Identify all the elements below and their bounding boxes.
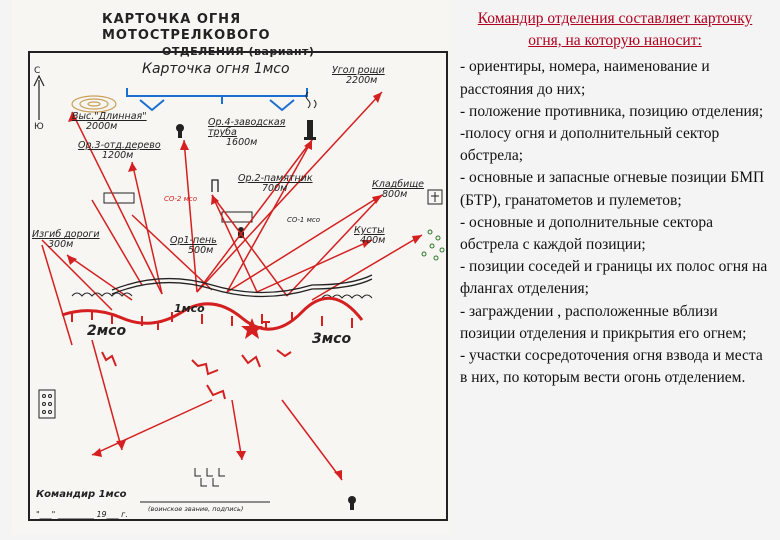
landmark-corner-grove: Угол рощи 2200м	[332, 66, 385, 86]
fire-card-diagram: КАРТОЧКА ОГНЯ МОТОСТРЕЛКОВОГО ОТДЕЛЕНИЯ …	[12, 0, 450, 535]
landmark-dist: 400м	[354, 236, 385, 246]
landmark-road-bend: Изгиб дороги 300м	[32, 230, 100, 250]
enemy-position-line	[112, 275, 372, 297]
landmark-monument: Ор.2-памятник 700м	[238, 174, 313, 194]
reserve-positions	[102, 350, 291, 399]
landmark-cemetery: Кладбище 800м	[372, 180, 424, 200]
landmark-dist: 500м	[170, 246, 217, 256]
instruction-item: - заграждении , расположенные вблизи поз…	[460, 301, 770, 345]
landmark-dist: 800м	[372, 190, 424, 200]
compass-south-label: Ю	[34, 122, 44, 132]
compass-north-label: С	[34, 66, 40, 76]
instruction-item: - основные и запасные огневые позиции БМ…	[460, 167, 770, 211]
unit-right: 3мсо	[312, 334, 351, 344]
landmark-dist: 700м	[238, 184, 313, 194]
legend-dots-box	[39, 390, 55, 418]
instruction-item: - основные и дополнительные сектора обст…	[460, 212, 770, 256]
landmark-stump: Ор1-пень 500м	[170, 236, 217, 256]
instruction-item: - ориентиры, номера, наименование и расс…	[460, 56, 770, 100]
diagram-title-line1: КАРТОЧКА ОГНЯ МОТОСТРЕЛКОВОГО	[102, 12, 402, 44]
landmark-tree: Ор.3-отд.дерево 1200м	[78, 141, 161, 161]
landmark-hill: Выс."Длинная" 2000м	[72, 112, 147, 132]
landmark-chimney: Ор.4-заводская труба 1600м	[208, 118, 298, 148]
instructions-panel: Командир отделения составляет карточку о…	[460, 8, 770, 389]
instruction-item: -полосу огня и дополнительный сектор обс…	[460, 123, 770, 167]
marker-box-2-1	[104, 193, 134, 203]
diagram-title-line2: ОТДЕЛЕНИЯ (вариант)	[102, 44, 402, 60]
card-title: Карточка огня 1мсо	[142, 64, 290, 74]
unit-left: 2мсо	[87, 326, 126, 336]
tree-icon	[176, 124, 184, 138]
landmark-dist: 1600м	[208, 138, 298, 148]
landmark-dist: 300м	[32, 240, 100, 250]
landmark-name: Ор.4-заводская труба	[208, 118, 298, 138]
platoon-fire-marks	[195, 468, 225, 486]
landmark-dist: 2200м	[332, 76, 385, 86]
diagram-title: КАРТОЧКА ОГНЯ МОТОСТРЕЛКОВОГО ОТДЕЛЕНИЯ …	[102, 12, 402, 60]
landmark-dist: 2000м	[72, 122, 147, 132]
commander-tree-icon	[348, 496, 356, 510]
hill-icon	[72, 96, 116, 112]
marker-co2: СО-2 мсо	[164, 194, 197, 204]
card-title-bracket	[127, 88, 307, 96]
marker-co1: СО-1 мсо	[287, 215, 320, 225]
signature-commander: Командир 1мсо	[36, 490, 127, 500]
landmark-dist: 1200м	[78, 151, 161, 161]
instructions-heading: Командир отделения составляет карточку о…	[460, 8, 770, 52]
instruction-item: - участки сосредоточения огня взвода и м…	[460, 345, 770, 389]
unit-center: 1мсо	[174, 304, 205, 314]
bushes-icon	[422, 230, 444, 260]
chimney-icon	[304, 120, 316, 140]
signature-hint: (воинское звание, подпись)	[148, 504, 243, 514]
landmark-bushes: Кусты 400м	[354, 226, 385, 246]
cemetery-icon	[428, 190, 442, 204]
compass-icon	[34, 76, 44, 120]
instruction-item: - положение противника, позицию отделени…	[460, 101, 770, 123]
monument-icon	[212, 180, 218, 192]
date-text: "___" _________ 19___ г.	[36, 510, 128, 520]
instruction-item: - позиции соседей и границы их полос огн…	[460, 256, 770, 300]
